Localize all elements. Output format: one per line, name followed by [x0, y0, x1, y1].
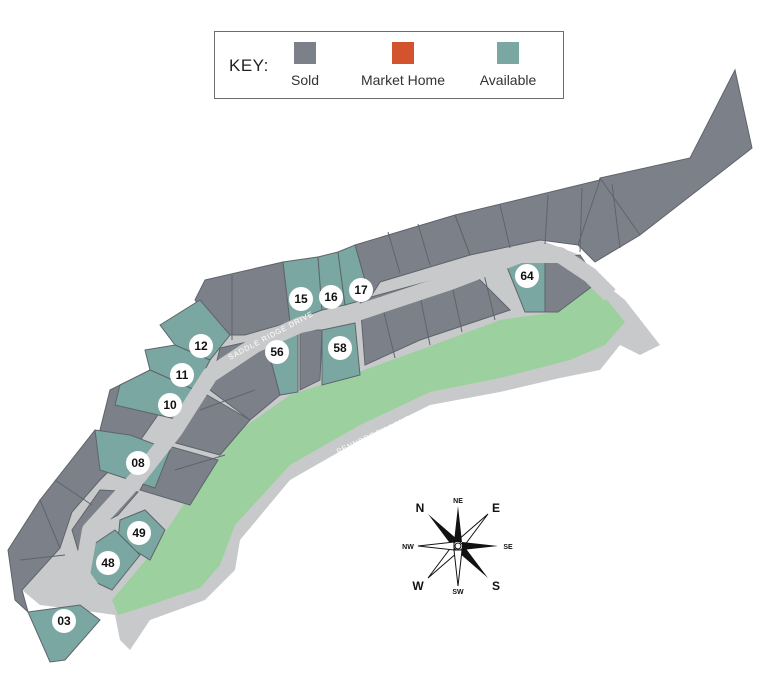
compass-rose-icon: N NE E SE S SW W NW [402, 498, 513, 596]
compass-s: S [492, 579, 500, 593]
legend-item-sold: Sold [250, 42, 360, 88]
lot-badge-08[interactable]: 08 [126, 451, 150, 475]
lot-badge-48[interactable]: 48 [96, 551, 120, 575]
svg-text:03: 03 [57, 614, 71, 628]
svg-text:64: 64 [520, 269, 534, 283]
compass-sw: SW [452, 589, 464, 596]
lot-badge-58[interactable]: 58 [328, 336, 352, 360]
compass-ne: NE [453, 498, 463, 505]
svg-text:17: 17 [354, 283, 368, 297]
green-space [112, 285, 625, 615]
legend-item-market-home: Market Home [348, 42, 458, 88]
svg-text:58: 58 [333, 341, 347, 355]
lot-badge-64[interactable]: 64 [515, 264, 539, 288]
compass-w: W [412, 579, 424, 593]
svg-text:15: 15 [294, 292, 308, 306]
legend-swatch-available [497, 42, 519, 64]
legend-swatch-sold [294, 42, 316, 64]
lot-badge-03[interactable]: 03 [52, 609, 76, 633]
legend-label-market-home: Market Home [360, 72, 446, 88]
compass-nw: NW [402, 544, 414, 551]
svg-text:12: 12 [194, 339, 208, 353]
legend-item-available: Available [453, 42, 563, 88]
lot-badge-16[interactable]: 16 [319, 285, 343, 309]
legend-title: KEY: [229, 56, 269, 75]
svg-text:49: 49 [132, 526, 146, 540]
legend-label-sold: Sold [290, 72, 320, 88]
lot-badge-49[interactable]: 49 [127, 521, 151, 545]
lot-badge-15[interactable]: 15 [289, 287, 313, 311]
map-legend: KEY: Sold Market Home Available [214, 31, 564, 99]
lot-badges: 64 15 16 17 56 58 12 11 10 08 49 48 03 [52, 264, 539, 633]
svg-text:48: 48 [101, 556, 115, 570]
svg-text:16: 16 [324, 290, 338, 304]
lot-badge-11[interactable]: 11 [170, 363, 194, 387]
lot-badge-10[interactable]: 10 [158, 393, 182, 417]
compass-e: E [492, 501, 500, 515]
lot-badge-56[interactable]: 56 [265, 340, 289, 364]
lot-badge-12[interactable]: 12 [189, 334, 213, 358]
lot-badge-17[interactable]: 17 [349, 278, 373, 302]
compass-se: SE [503, 544, 513, 551]
svg-text:10: 10 [163, 398, 177, 412]
saddle-ridge-drive [74, 247, 616, 605]
svg-text:11: 11 [176, 368, 189, 382]
legend-label-available: Available [479, 72, 537, 88]
legend-swatch-market-home [392, 42, 414, 64]
svg-text:56: 56 [270, 345, 284, 359]
lot-03-shape [27, 604, 101, 663]
compass-n: N [416, 501, 425, 515]
svg-text:08: 08 [131, 456, 145, 470]
